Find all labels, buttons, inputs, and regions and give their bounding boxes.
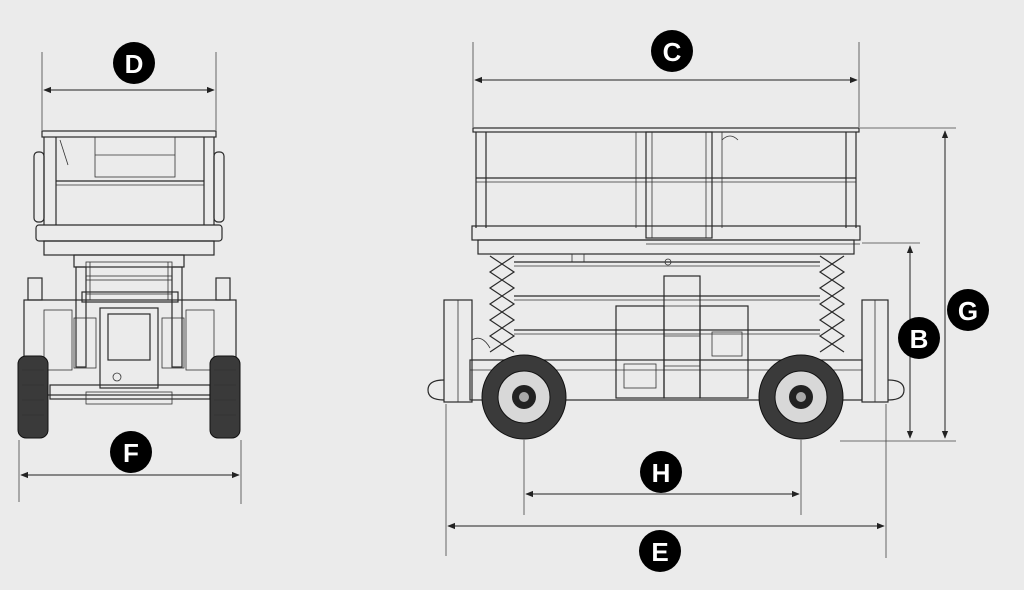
label-g-badge: G: [947, 289, 989, 331]
front-guardrail: [33, 130, 225, 225]
dimension-lines: [18, 42, 956, 558]
side-platform-deck: [471, 225, 861, 263]
label-d: D: [125, 49, 144, 79]
front-platform-deck: [35, 224, 223, 256]
label-h-badge: H: [640, 451, 682, 493]
side-rear-wheel: [481, 354, 567, 440]
label-d-badge: D: [113, 42, 155, 84]
front-right-tire: [209, 355, 241, 439]
front-scissor-stack: [73, 254, 185, 368]
front-view: [17, 130, 241, 439]
side-front-wheel: [758, 354, 844, 440]
label-g: G: [958, 296, 978, 326]
label-h: H: [652, 458, 671, 488]
side-scissor-stack: [488, 255, 846, 353]
label-c-badge: C: [651, 30, 693, 72]
label-b: B: [910, 324, 929, 354]
side-view: [427, 127, 905, 440]
label-e-badge: E: [639, 530, 681, 572]
side-guardrail: [472, 127, 860, 239]
label-f-badge: F: [110, 431, 152, 473]
label-b-badge: B: [898, 317, 940, 359]
front-left-tire: [17, 355, 49, 439]
label-c: C: [663, 37, 682, 67]
front-chassis: [23, 277, 237, 405]
label-e: E: [651, 537, 668, 567]
label-f: F: [123, 438, 139, 468]
